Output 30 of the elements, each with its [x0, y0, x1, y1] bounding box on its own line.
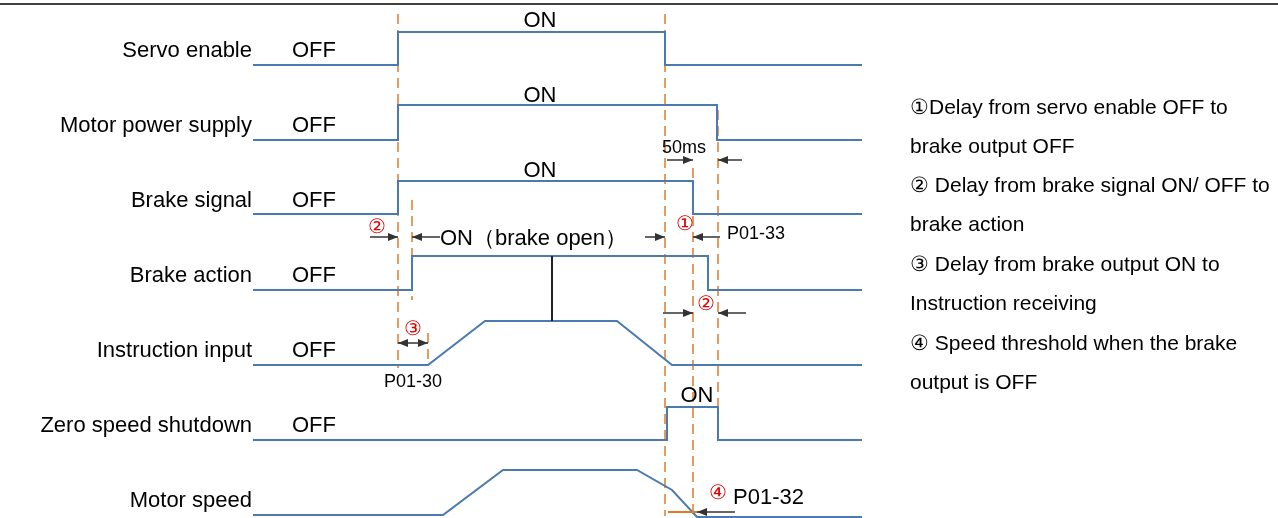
note-text: ④ Speed threshold when the brake output is OFF [910, 330, 1239, 395]
parameter-label: P01-30 [384, 370, 442, 393]
signal-name: Instruction input [96, 337, 252, 363]
callout-number: ① [676, 210, 694, 236]
state-label: OFF [292, 37, 336, 63]
state-label: ON [680, 382, 714, 408]
state-label: ON [523, 82, 557, 108]
state-label: OFF [292, 262, 336, 288]
state-label: OFF [292, 187, 336, 213]
state-label: OFF [292, 412, 336, 438]
state-label: ON（brake open） [440, 225, 628, 251]
callout-number: ③ [404, 315, 422, 341]
parameter-label: P01-33 [727, 222, 786, 245]
signal-name: Brake signal [130, 187, 252, 213]
state-label: OFF [292, 337, 336, 363]
signal-name: Motor power supply [60, 112, 252, 138]
callout-number: ② [368, 213, 386, 239]
note-text: ①Delay from servo enable OFF to brake output OFF [910, 94, 1229, 159]
signal-name: Brake action [129, 262, 252, 288]
signal-name: Servo enable [122, 37, 252, 63]
signal-name: Motor speed [129, 487, 252, 513]
signal-name: Zero speed shutdown [40, 412, 252, 438]
parameter-label: P01-32 [733, 484, 804, 510]
callout-number: ② [697, 290, 715, 316]
state-label: ON [523, 7, 557, 33]
callout-number: ④ [709, 479, 727, 505]
note-text: ③ Delay from brake output ON to Instruction receiving [910, 251, 1221, 316]
note-text: ② Delay from brake signal ON/ OFF to brake action [910, 172, 1271, 237]
state-label: OFF [292, 112, 336, 138]
state-label: ON [523, 157, 557, 183]
